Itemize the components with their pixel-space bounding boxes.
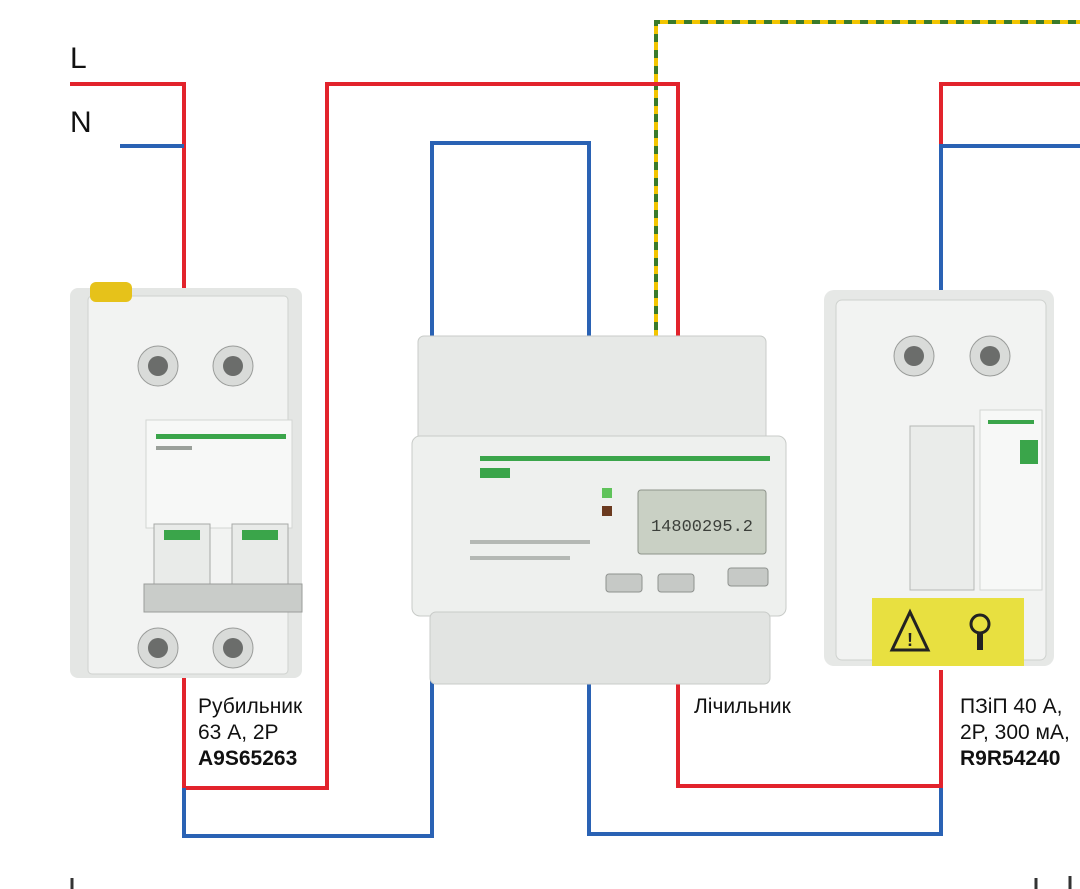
screw-icon: [223, 356, 243, 376]
toggle-green-icon: [242, 530, 278, 540]
screw-icon: [148, 638, 168, 658]
rcbo-caption-code: R9R54240: [960, 747, 1061, 770]
warning-triangle-icon: [889, 608, 931, 652]
rcbo-device: !: [824, 290, 1054, 666]
switch-caption-line2: 63 А, 2P: [198, 721, 279, 744]
switch-caption: Рубильник 63 А, 2P A9S65263: [198, 694, 302, 772]
rcbo-caption-line1: ПЗіП 40 А,: [960, 695, 1063, 718]
schneider-logo-icon: [480, 468, 510, 478]
line-label-n: N: [70, 106, 92, 139]
screw-icon: [980, 346, 1000, 366]
switch-caption-code: A9S65263: [198, 747, 298, 770]
led-brown-icon: [602, 506, 612, 516]
meter-button-icon: [727, 567, 769, 587]
switch-caption-line1: Рубильник: [198, 695, 303, 718]
rcbo-caption-line2: 2P, 300 мА,: [960, 721, 1070, 744]
test-button-icon: [1020, 440, 1038, 464]
earth-wire: [654, 20, 1080, 338]
yellow-clip-icon: [90, 282, 132, 302]
warning-label: [872, 598, 1024, 666]
screw-icon: [148, 356, 168, 376]
switch-disconnector: [70, 282, 303, 678]
neutral-wires: [120, 141, 1080, 838]
line-label-l: L: [70, 42, 87, 75]
meter-button-icon: [657, 573, 695, 593]
toggle-green-icon: [164, 530, 200, 540]
bottom-ticks: [70, 876, 1072, 889]
led-green-icon: [602, 488, 612, 498]
lcd-reading: 14800295.2: [651, 518, 753, 537]
screw-icon: [904, 346, 924, 366]
meter-caption-label: Лічильник: [694, 695, 791, 718]
energy-meter: 14800295.2: [411, 335, 787, 685]
meter-caption: Лічильник: [694, 694, 791, 720]
screw-icon: [223, 638, 243, 658]
rcbo-caption: ПЗіП 40 А, 2P, 300 мА, R9R54240: [960, 694, 1070, 772]
svg-text:!: !: [907, 630, 913, 650]
meter-button-icon: [605, 573, 643, 593]
lcd-display: [637, 489, 767, 555]
